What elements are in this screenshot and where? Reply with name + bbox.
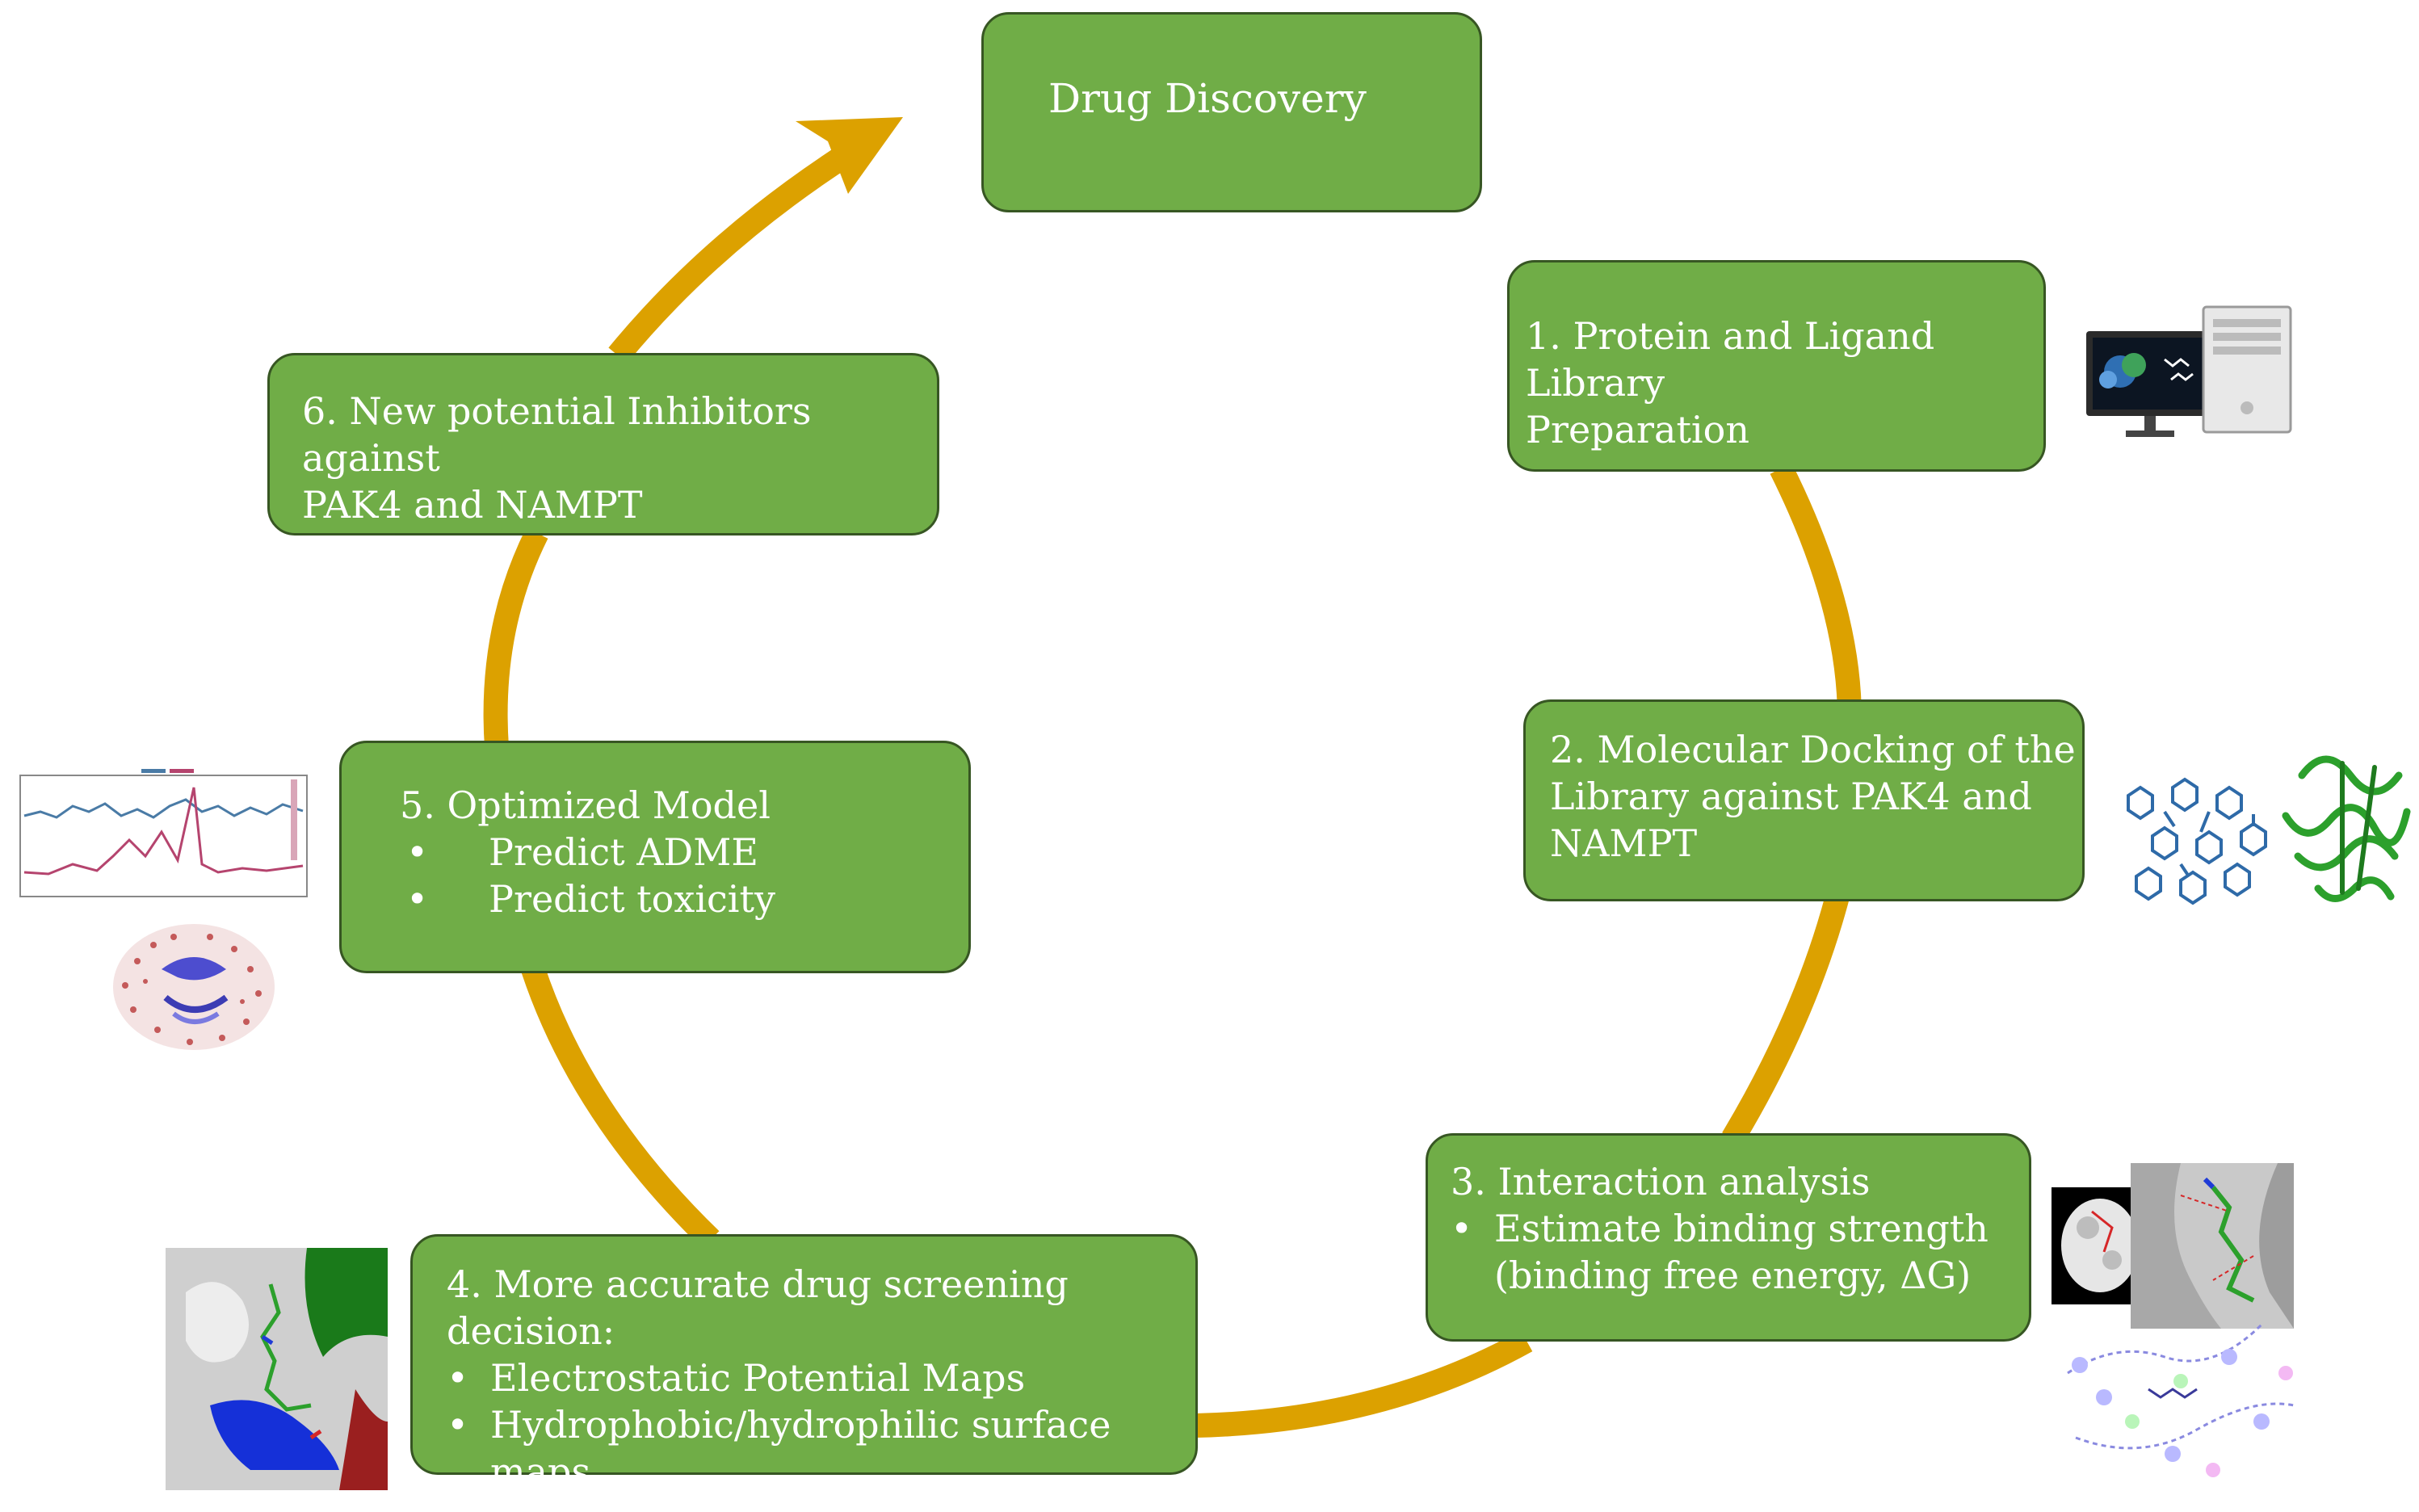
cycle-arc-2-3: [1722, 893, 1850, 1145]
computer-workstation-icon: [2086, 305, 2292, 437]
step-3-bullet-2: (binding free energy, ΔG): [1494, 1254, 1972, 1297]
step-3-box: 3. Interaction analysis Estimate binding…: [1426, 1133, 2031, 1342]
step-4-bullets: Electrostatic Potential Maps Hydrophobic…: [447, 1354, 1195, 1495]
cycle-arrowhead: [796, 117, 903, 194]
solvated-protein-icon: [113, 924, 275, 1050]
step-4-title: 4. More accurate drug screening decision…: [447, 1262, 1069, 1353]
step-1-box: 1. Protein and Ligand Library Preparatio…: [1507, 260, 2046, 472]
step-4-box: 4. More accurate drug screening decision…: [410, 1234, 1198, 1493]
rmsd-plot-icon: [19, 769, 308, 897]
interaction-2d-map-icon: [2067, 1323, 2295, 1477]
step-5-title: 5. Optimized Model: [400, 783, 771, 827]
cycle-arc-3-4: [1195, 1329, 1533, 1438]
step-5-box: 5. Optimized Model Predict ADME Predict …: [339, 741, 971, 973]
step-4-bullet-1: Electrostatic Potential Maps: [447, 1354, 1195, 1401]
step-6-box: 6. New potential Inhibitors against PAK4…: [267, 353, 939, 536]
cycle-arrow: [483, 143, 1862, 1438]
hub-box-drug-discovery: Drug Discovery: [981, 12, 1482, 212]
cycle-arc-1-2: [1770, 463, 1862, 720]
step-5-bullets: Predict ADME Predict toxicity: [400, 829, 968, 922]
protein-ribbon-icon: [2282, 755, 2411, 902]
step-2-title: 2. Molecular Docking of the Library agai…: [1550, 728, 2076, 865]
step-6-title: 6. New potential Inhibitors against PAK4…: [302, 389, 812, 527]
binding-pocket-icon: [2131, 1163, 2294, 1329]
cycle-arc-5-6: [483, 527, 548, 749]
cycle-arc-6-hub: [608, 143, 855, 363]
hub-label: Drug Discovery: [1048, 75, 1367, 122]
ligand-molecules-icon: [2127, 777, 2267, 905]
step-4-bullet-2: Hydrophobic/hydrophilic surface maps: [447, 1401, 1195, 1495]
step-3-bullet-1: Estimate binding strength: [1451, 1205, 2029, 1252]
electrostatic-map-icon: [166, 1248, 388, 1490]
step-2-box: 2. Molecular Docking of the Library agai…: [1523, 699, 2085, 901]
step-3-bullets: Estimate binding strength (binding free …: [1451, 1205, 2029, 1299]
step-5-bullet-2: Predict toxicity: [400, 876, 968, 922]
step-5-bullet-1: Predict ADME: [400, 829, 968, 876]
cycle-arc-4-5: [521, 965, 720, 1249]
step-1-title: 1. Protein and Ligand Library Preparatio…: [1526, 314, 1935, 452]
step-3-title: 3. Interaction analysis: [1451, 1160, 1871, 1203]
